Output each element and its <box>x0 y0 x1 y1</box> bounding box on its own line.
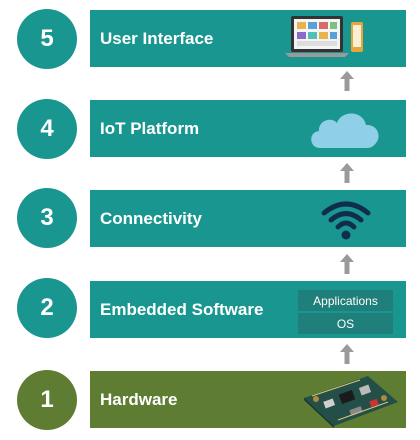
layer-4-label: IoT Platform <box>100 118 200 138</box>
layer-2-label: Embedded Software <box>100 299 264 319</box>
arrow-up-icon <box>340 71 354 91</box>
software-stack: Applications OS <box>298 290 393 334</box>
laptop-phone-icon <box>285 16 363 57</box>
arrow-up-icon <box>340 344 354 364</box>
arrow-up-icon <box>340 254 354 274</box>
wifi-icon <box>321 201 371 240</box>
layer-1-label: Hardware <box>100 389 178 409</box>
layer-3-number: 3 <box>17 188 77 248</box>
os-layer: OS <box>298 313 393 334</box>
layer-3-label: Connectivity <box>100 208 203 228</box>
layer-3-bar: Connectivity <box>90 190 406 247</box>
circuit-board-icon <box>304 376 398 428</box>
layer-4-number: 4 <box>17 99 77 159</box>
layer-2-number: 2 <box>17 278 77 338</box>
layer-1-number: 1 <box>17 370 77 430</box>
layer-5-label: User Interface <box>100 28 214 48</box>
arrow-up-icon <box>340 163 354 183</box>
applications-layer: Applications <box>298 290 393 311</box>
cloud-icon <box>311 113 379 148</box>
layer-5-number: 5 <box>17 9 77 69</box>
